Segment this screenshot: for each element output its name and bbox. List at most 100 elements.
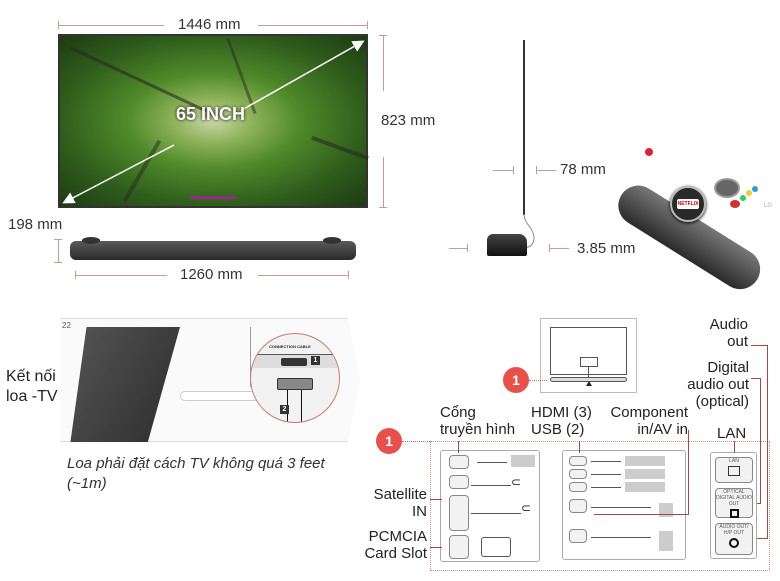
satellite-label-line1: Satellite xyxy=(373,486,427,503)
netflix-badge: NETFLIX xyxy=(677,199,699,209)
device-icons xyxy=(625,469,665,479)
dim-cap xyxy=(536,166,537,174)
callout-dotted-line xyxy=(402,441,430,442)
audio-out-label-line2: out xyxy=(727,333,748,350)
green-button xyxy=(740,195,746,201)
digital-audio-label: Digital audio out (optical) xyxy=(676,359,749,410)
dim-cap xyxy=(513,166,514,174)
speaker-width-line-left xyxy=(75,275,167,276)
height-label: 823 mm xyxy=(381,112,436,129)
dim-cap xyxy=(379,207,387,208)
indicator-triangle-icon xyxy=(586,381,592,386)
hdmi-label: HDMI (3) xyxy=(531,404,592,421)
thickness-line-left xyxy=(493,170,513,171)
callout-badge-top: 1 xyxy=(503,367,529,393)
pcmcia-slot xyxy=(449,535,469,559)
hdmi-usb-leader xyxy=(579,441,580,453)
speaker-depth-line xyxy=(58,239,59,262)
av-device-icon xyxy=(659,531,673,551)
dim-cap xyxy=(54,262,62,263)
dim-cap xyxy=(549,244,550,252)
hdmi-cable xyxy=(591,474,621,475)
usb-port xyxy=(569,482,587,492)
satellite-dish-icon: ⊂ xyxy=(521,501,532,515)
stand-box xyxy=(580,357,598,367)
speaker-depth-label: 198 mm xyxy=(8,216,63,233)
blue-button xyxy=(752,186,758,192)
audio-out-leader-top xyxy=(751,345,767,346)
component-port xyxy=(569,499,587,513)
satellite-port-2 xyxy=(449,495,469,531)
tv-back-panel xyxy=(70,327,180,442)
audio-out-label: Audio out xyxy=(704,316,748,350)
distance-note-line1: Loa phải đặt cách TV không quá 3 feet xyxy=(67,455,325,472)
screen-status-bar xyxy=(190,196,236,199)
stand-line xyxy=(588,367,589,379)
pcmcia-label-line2: Card Slot xyxy=(364,545,427,562)
speaker-width-label: 1260 mm xyxy=(180,266,243,283)
component-leader xyxy=(688,430,689,514)
av-port xyxy=(569,529,587,543)
wall-mount-box xyxy=(487,234,527,256)
component-cable xyxy=(591,507,651,508)
audio-out-port: AUDIO OUT/ H/P OUT xyxy=(715,523,753,555)
tv-panel-edge xyxy=(523,40,525,215)
screen-thickness-line-right xyxy=(549,248,569,249)
component-label-line2: in/AV in xyxy=(637,421,688,438)
digital-leader-v xyxy=(760,378,761,503)
ports-outline xyxy=(430,441,770,571)
component-label-line1: Component xyxy=(610,404,688,421)
screen-thickness-line-left xyxy=(449,248,468,249)
soundbar-speaker-right xyxy=(323,237,341,244)
callout-badge-bottom: 1 xyxy=(376,428,402,454)
hdmi-usb-label: HDMI (3) USB (2) xyxy=(531,404,592,438)
cable-line xyxy=(250,327,251,387)
audio-out-leader-h xyxy=(757,538,768,539)
cable-icon xyxy=(521,213,535,249)
diagonal-arrow-icon xyxy=(62,40,365,204)
speaker-width-line-right xyxy=(258,275,348,276)
page-number: 22 xyxy=(62,321,71,330)
pcmcia-leader xyxy=(430,547,442,548)
dim-cap xyxy=(54,239,62,240)
dim-cap xyxy=(467,244,468,252)
satellite-dish-icon: ⊂ xyxy=(511,475,522,489)
digital-audio-label-line1: Digital xyxy=(707,359,749,376)
power-button xyxy=(645,148,653,156)
step-2-badge: 2 xyxy=(280,405,289,414)
distance-note-line2: (~1m) xyxy=(67,475,107,492)
connector-port xyxy=(281,358,307,366)
scroll-wheel xyxy=(714,178,740,198)
connector-plug xyxy=(277,378,313,390)
usb-cable xyxy=(591,487,621,488)
diagonal-label: 65 INCH xyxy=(176,104,246,124)
ci-card-icon xyxy=(481,537,511,557)
digital-audio-label-line2: audio out xyxy=(687,376,749,393)
audio-out-port-label: AUDIO OUT/ H/P OUT xyxy=(719,524,749,536)
audio-out-leader-v xyxy=(767,345,768,538)
connection-title: Kết nối loa -TV xyxy=(6,367,58,407)
satellite-cable-1 xyxy=(471,485,511,486)
digital-leader-h xyxy=(757,503,761,504)
digital-audio-label-line3: (optical) xyxy=(695,393,749,410)
tv-port-label-line1: Cổng xyxy=(440,404,476,421)
device-icons xyxy=(625,482,665,492)
tv-port-label: Cổng truyền hình xyxy=(440,404,515,438)
optical-icon xyxy=(729,509,739,518)
satellite-label: Satellite IN xyxy=(367,486,427,520)
panel-thickness-label: 78 mm xyxy=(560,161,606,178)
av-cable xyxy=(591,537,651,538)
dim-cap xyxy=(367,21,368,29)
lan-label: LAN xyxy=(717,425,747,442)
audio-out-label-line1: Audio xyxy=(709,316,748,333)
width-label: 1446 mm xyxy=(178,16,241,33)
connection-illustration: 22 CONNECTION CABLE 1 2 xyxy=(60,318,360,442)
lg-logo: LG xyxy=(764,203,773,209)
netflix-callout: NETFLIX xyxy=(670,186,706,222)
dim-cap xyxy=(379,35,387,36)
component-device-icon xyxy=(659,503,673,517)
tv-port-label-line2: truyền hình xyxy=(440,421,516,438)
hdmi-port-2 xyxy=(569,469,587,479)
antenna-cable xyxy=(477,462,507,463)
component-leader-h xyxy=(594,514,689,515)
